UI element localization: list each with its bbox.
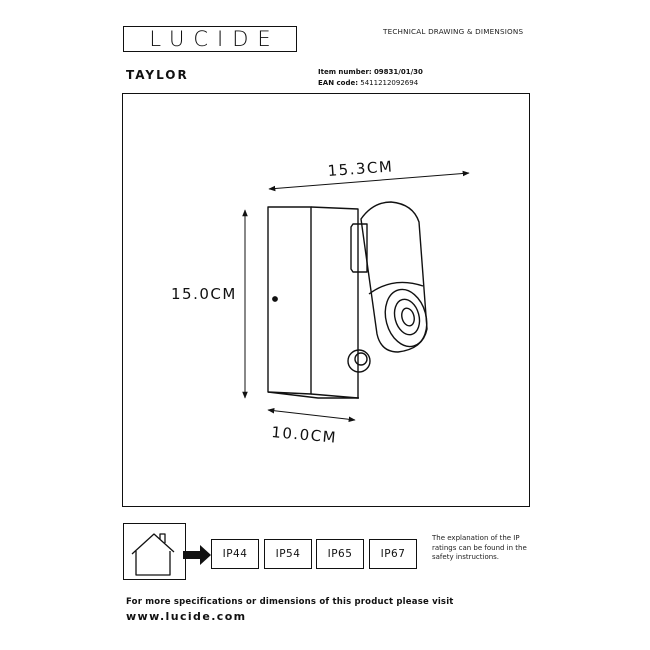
dim-width-label: 15.3CM bbox=[327, 157, 394, 180]
website-link[interactable]: www.lucide.com bbox=[126, 610, 247, 623]
dim-depth-label: 10.0CM bbox=[271, 423, 338, 447]
dim-width-line bbox=[268, 170, 470, 192]
wall-box-side bbox=[310, 206, 359, 399]
spot-lens-outer bbox=[384, 288, 428, 348]
wall-box-bottom bbox=[267, 391, 359, 399]
motion-sensor-outer bbox=[347, 349, 371, 373]
house-outdoor-box bbox=[123, 523, 186, 580]
item-number: Item number: 09831/01/30 bbox=[318, 68, 423, 76]
technical-drawing-frame: 15.3CM 15.0CM 10.0CM bbox=[122, 93, 530, 507]
dim-height-label: 15.0CM bbox=[171, 285, 237, 303]
item-number-value: 09831/01/30 bbox=[373, 68, 423, 76]
spot-lens-inner bbox=[393, 298, 421, 336]
ip-badge-3: IP65 bbox=[316, 539, 364, 569]
ip-badge-1: IP44 bbox=[211, 539, 259, 569]
product-name: TAYLOR bbox=[126, 68, 189, 82]
spot-lens-core bbox=[401, 307, 415, 327]
ip-badge-2: IP54 bbox=[264, 539, 312, 569]
technical-drawing: 15.3CM 15.0CM 10.0CM bbox=[171, 157, 470, 447]
brand-logo-text: LUCIDE bbox=[149, 26, 280, 51]
arrow-right-icon bbox=[183, 545, 211, 565]
ean-code-value: 5411212092694 bbox=[360, 79, 419, 87]
ip-explanation-note: The explanation of the IP ratings can be… bbox=[432, 534, 527, 562]
screw-icon bbox=[272, 296, 278, 302]
spot-ring bbox=[368, 281, 424, 295]
spot-joint bbox=[350, 223, 368, 273]
dim-depth-line bbox=[267, 407, 356, 423]
ean-code: EAN code: 5411212092694 bbox=[318, 79, 418, 87]
ip-badge-4: IP67 bbox=[369, 539, 417, 569]
footer-text: For more specifications or dimensions of… bbox=[126, 597, 454, 607]
brand-logo: LUCIDE bbox=[123, 26, 297, 52]
house-icon bbox=[131, 533, 175, 576]
document-type: TECHNICAL DRAWING & DIMENSIONS bbox=[383, 27, 524, 36]
item-number-label: Item number: bbox=[318, 68, 372, 76]
ean-code-label: EAN code: bbox=[318, 79, 359, 87]
motion-sensor-inner bbox=[354, 352, 368, 366]
